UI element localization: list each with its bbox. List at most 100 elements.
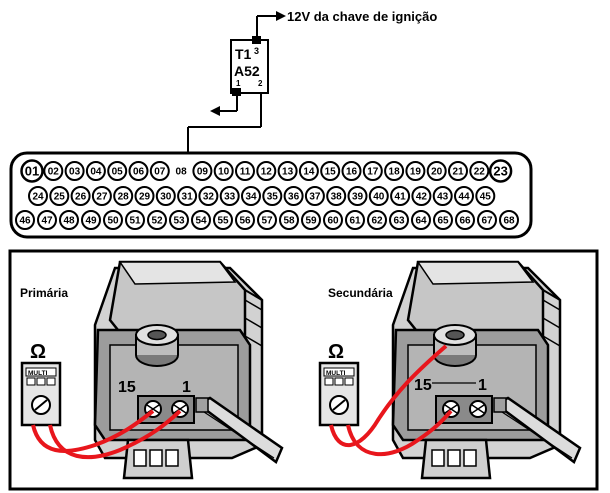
relay-line2: A52 bbox=[234, 63, 260, 79]
pin-label: 34 bbox=[245, 192, 257, 203]
pin-label: 12 bbox=[261, 167, 273, 178]
pin-label: 50 bbox=[107, 216, 119, 227]
connector-pin-62: 62 bbox=[367, 210, 387, 230]
connector-pin-36: 36 bbox=[283, 186, 304, 206]
pin-label: 23 bbox=[493, 164, 507, 179]
pin-label: 14 bbox=[303, 167, 315, 178]
supply-label: 12V da chave de ignição bbox=[287, 9, 437, 24]
connector-pin-14: 14 bbox=[298, 161, 319, 181]
relay-pin-right: 2 bbox=[258, 79, 263, 88]
relay-pin-left: 1 bbox=[236, 79, 241, 88]
pin-label: 43 bbox=[437, 192, 449, 203]
pin-label: 56 bbox=[239, 216, 251, 227]
connector-pin-38: 38 bbox=[326, 186, 347, 206]
connector-pin-09: 09 bbox=[192, 161, 213, 181]
connector-pin-50: 50 bbox=[103, 210, 123, 230]
connector-pin-12: 12 bbox=[256, 161, 277, 181]
pin-label: 47 bbox=[41, 216, 53, 227]
pin-label: 05 bbox=[112, 167, 124, 178]
connector-pin-65: 65 bbox=[433, 210, 453, 230]
ignition-coil bbox=[93, 260, 284, 480]
connector-pin-54: 54 bbox=[191, 210, 211, 230]
connector-pin-37: 37 bbox=[304, 186, 325, 206]
connector-pin-05: 05 bbox=[107, 161, 128, 181]
pin-label: 19 bbox=[410, 167, 422, 178]
connector-pin-60: 60 bbox=[323, 210, 343, 230]
pin-label: 53 bbox=[173, 216, 185, 227]
connector-pin-51: 51 bbox=[125, 210, 145, 230]
connector-pin-63: 63 bbox=[389, 210, 409, 230]
pin-label: 28 bbox=[118, 192, 130, 203]
connector-pin-57: 57 bbox=[257, 210, 277, 230]
pin-label: 11 bbox=[240, 167, 251, 178]
connector-pin-55: 55 bbox=[213, 210, 233, 230]
connector-pin-44: 44 bbox=[454, 186, 474, 206]
pin-label: 22 bbox=[474, 167, 486, 178]
ground-arrow-icon bbox=[210, 106, 220, 116]
connector-pin-22: 22 bbox=[469, 161, 490, 181]
pin-label: 06 bbox=[133, 167, 145, 178]
pin-label: 16 bbox=[346, 167, 358, 178]
pin-label: 40 bbox=[373, 192, 385, 203]
pin-label: 46 bbox=[19, 216, 31, 227]
pin-label: 49 bbox=[85, 216, 97, 227]
pin-label: 58 bbox=[283, 216, 295, 227]
panel-secundaria: Secundária Ω MULTI 15 1 bbox=[318, 260, 582, 480]
pin-label: 63 bbox=[393, 216, 405, 227]
connector-pin-01: 01 bbox=[20, 159, 44, 183]
connector-pin-46: 46 bbox=[15, 210, 35, 230]
connector-pin-33: 33 bbox=[219, 186, 240, 206]
connector-pin-04: 04 bbox=[85, 161, 106, 181]
connector-pin-47: 47 bbox=[37, 210, 57, 230]
pin-label: 33 bbox=[224, 192, 236, 203]
connector-pin-16: 16 bbox=[341, 161, 362, 181]
pin-label: 59 bbox=[305, 216, 317, 227]
relay-line1-sup: 3 bbox=[254, 46, 259, 56]
ohm-symbol: Ω bbox=[328, 341, 344, 363]
relay-line1: T1 bbox=[235, 46, 252, 62]
pin-label: 51 bbox=[129, 216, 141, 227]
connector-pin-61: 61 bbox=[345, 210, 365, 230]
connector-pin-21: 21 bbox=[448, 161, 468, 181]
pin-label: 45 bbox=[480, 192, 492, 203]
connector-pin-18: 18 bbox=[384, 161, 405, 181]
connector-pin-42: 42 bbox=[411, 186, 432, 206]
supply-arrow-icon bbox=[276, 11, 286, 21]
pin-label: 52 bbox=[151, 216, 163, 227]
pin-label: 27 bbox=[96, 192, 108, 203]
pin-label: 02 bbox=[48, 167, 60, 178]
connector-pin-35: 35 bbox=[262, 186, 283, 206]
ohm-symbol: Ω bbox=[30, 341, 46, 363]
connector-pin-10: 10 bbox=[213, 161, 234, 181]
pin-label: 62 bbox=[371, 216, 383, 227]
pin-label: 37 bbox=[309, 192, 321, 203]
connector-pin-34: 34 bbox=[241, 186, 261, 206]
pin-label: 39 bbox=[352, 192, 364, 203]
probe-wire bbox=[48, 409, 182, 460]
pin-label: 13 bbox=[282, 167, 294, 178]
connector-pin-49: 49 bbox=[81, 210, 101, 230]
relay-t13: T1 3 A52 1 2 bbox=[230, 36, 269, 96]
meter-label: MULTI bbox=[28, 370, 48, 377]
probe-wire bbox=[31, 409, 155, 453]
connector-pin-66: 66 bbox=[455, 210, 475, 230]
connector-pin-17: 17 bbox=[362, 161, 383, 181]
pin-label: 08 bbox=[176, 167, 188, 178]
connector-pin-02: 02 bbox=[43, 161, 64, 181]
connector-pin-32: 32 bbox=[198, 186, 219, 206]
connector-pin-15: 15 bbox=[320, 161, 341, 181]
pin-label: 01 bbox=[25, 164, 39, 179]
pin-label: 36 bbox=[288, 192, 300, 203]
pin-label: 44 bbox=[458, 192, 470, 203]
terminal-1-label: 1 bbox=[182, 379, 191, 396]
connector-pin-19: 19 bbox=[405, 161, 426, 181]
pin-label: 57 bbox=[261, 216, 273, 227]
connector-pin-26: 26 bbox=[70, 186, 91, 206]
connector-pin-45: 45 bbox=[475, 186, 496, 206]
connector-pin-06: 06 bbox=[128, 161, 149, 181]
connector-pin-39: 39 bbox=[347, 186, 368, 206]
panel-title: Secundária bbox=[328, 286, 393, 300]
connector-pin-48: 48 bbox=[59, 210, 79, 230]
connector-pin-58: 58 bbox=[279, 210, 299, 230]
